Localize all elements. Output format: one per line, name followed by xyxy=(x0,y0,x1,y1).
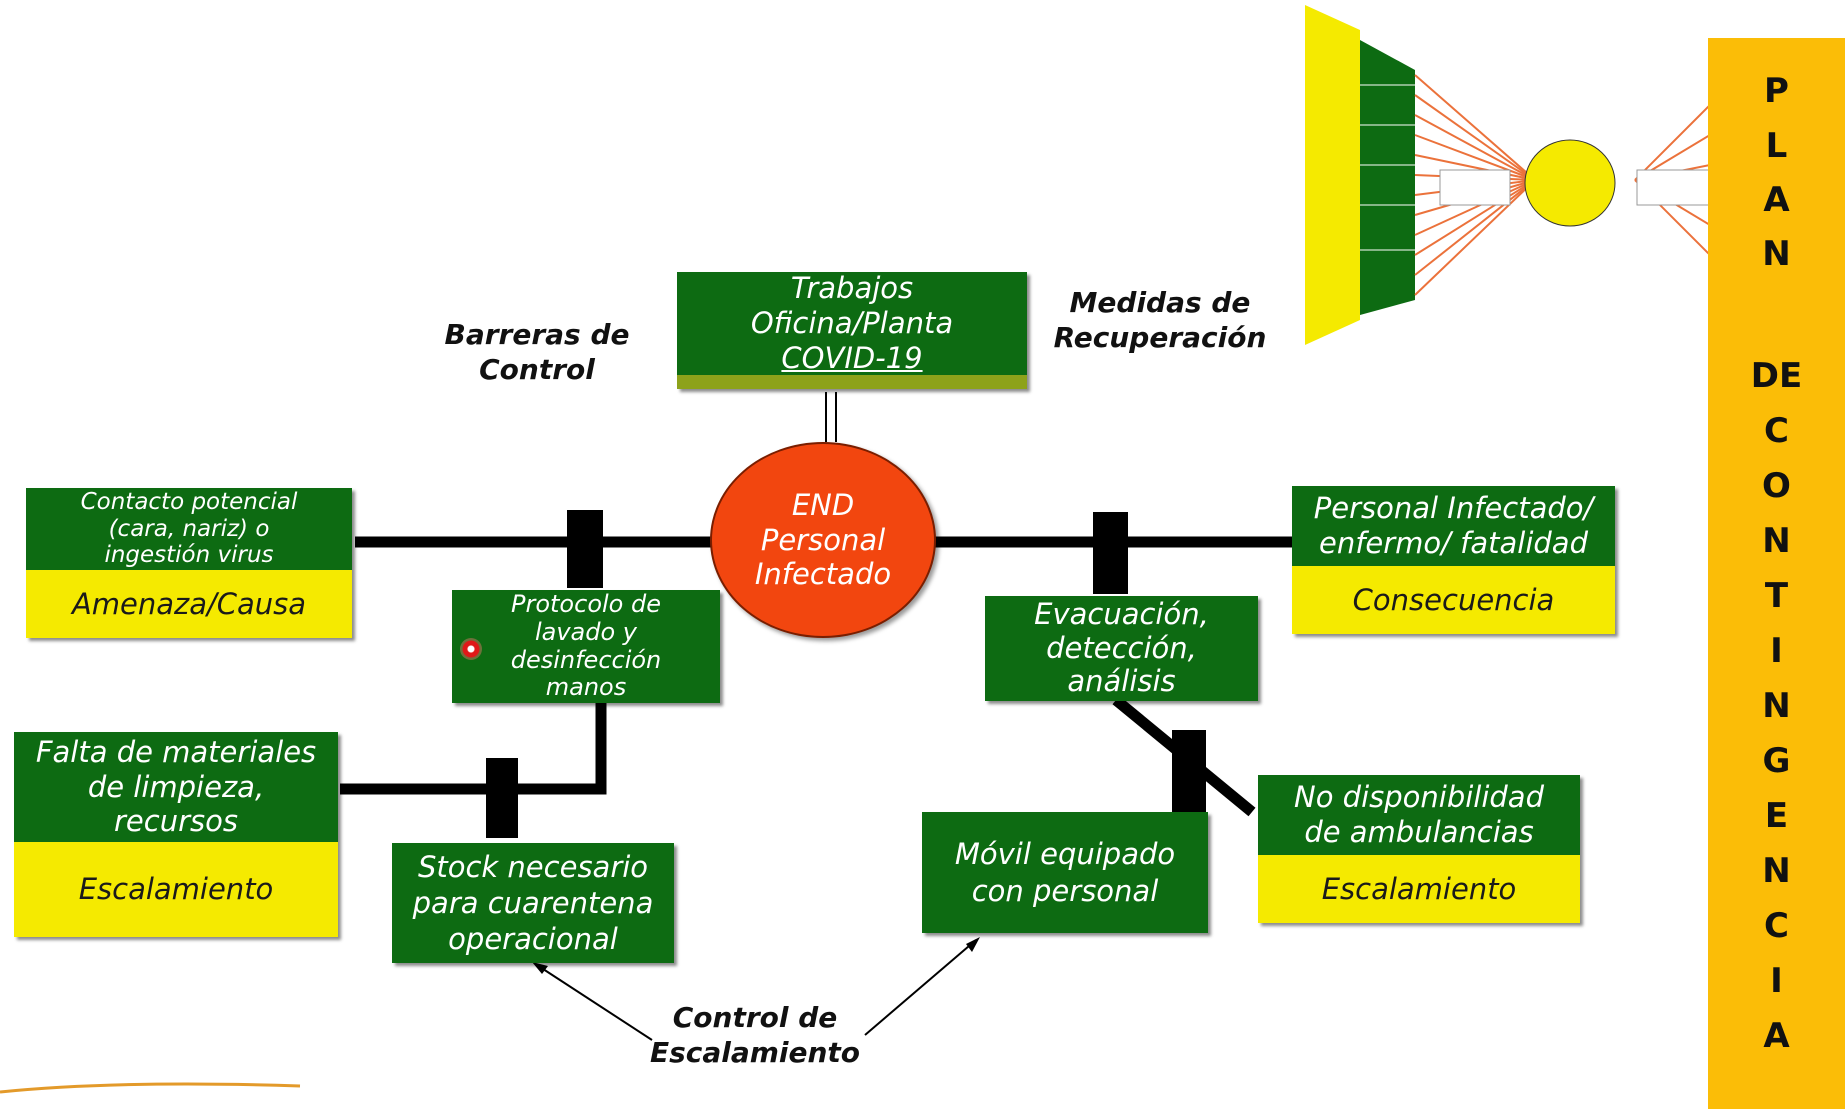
falta-line-1: Falta de materiales xyxy=(35,734,317,769)
protocolo-line-3: desinfección xyxy=(510,645,662,674)
plan-contingencia-bar: P L A N DE C O N T I N G E N C I A xyxy=(1708,38,1845,1109)
evacuacion-line-1: Evacuación, xyxy=(1034,597,1209,632)
medidas-line-1: Medidas de xyxy=(1069,286,1251,319)
barrier-protocolo: Protocolo de lavado y desinfección manos xyxy=(452,590,720,703)
center-line-2: Personal xyxy=(760,522,886,557)
plan-letter-16: I xyxy=(1770,961,1783,1001)
escalation-factor-left: Falta de materiales de limpieza, recurso… xyxy=(14,732,338,937)
falta-yellow: Escalamiento xyxy=(14,842,338,937)
barreras-line-1: Barreras de xyxy=(444,318,630,351)
plan-letter-11: N xyxy=(1762,686,1791,726)
falta-line-2: de limpieza, xyxy=(87,769,265,804)
nodisp-yellow: Escalamiento xyxy=(1258,855,1580,923)
nodisp-line-1: No disponibilidad xyxy=(1294,780,1544,815)
recovery-evacuacion: Evacuación, detección, análisis xyxy=(985,596,1258,701)
nodisp-line-2: de ambulancias xyxy=(1304,815,1534,849)
center-line-3: Infectado xyxy=(754,557,892,592)
top-line-1: Trabajos xyxy=(790,271,914,306)
top-line-3: COVID-19 xyxy=(781,340,923,375)
control-escalamiento-label: Control de Escalamiento xyxy=(630,1000,880,1070)
falta-green: Falta de materiales de limpieza, recurso… xyxy=(14,732,338,842)
plan-letter-12: G xyxy=(1762,741,1791,781)
threat-type-label: Amenaza/Causa xyxy=(71,586,307,621)
consequence-yellow: Consecuencia xyxy=(1292,566,1615,634)
escalation-control-stock: Stock necesario para cuarentena operacio… xyxy=(392,843,674,963)
plan-letter-3: N xyxy=(1762,234,1791,274)
movil-line-1: Móvil equipado xyxy=(954,837,1176,872)
protocolo-line-4: manos xyxy=(545,673,627,702)
plan-letter-5: DE xyxy=(1750,356,1803,396)
plan-letter-8: N xyxy=(1762,521,1791,561)
barrier-bar-left-main xyxy=(567,510,603,588)
barrier-bar-escalation-right xyxy=(1172,730,1206,812)
medidas-label: Medidas de Recuperación xyxy=(1040,285,1280,355)
plan-letter-1: L xyxy=(1765,126,1788,166)
threat-line-1: Contacto potencial xyxy=(80,489,298,516)
threat-box: Contacto potencial (cara, nariz) o inges… xyxy=(26,488,352,638)
protocolo-line-1: Protocolo de xyxy=(511,590,661,619)
barreras-label: Barreras de Control xyxy=(432,317,642,387)
nodisp-type-label: Escalamiento xyxy=(1321,871,1517,906)
movil-line-2: con personal xyxy=(971,873,1159,908)
escalation-factor-right: No disponibilidad de ambulancias Escalam… xyxy=(1258,775,1580,923)
bowtie-thumbnail xyxy=(1305,5,1710,345)
evacuacion-line-3: análisis xyxy=(1067,664,1176,699)
stock-line-1: Stock necesario xyxy=(417,849,649,884)
nodisp-green: No disponibilidad de ambulancias xyxy=(1258,775,1580,855)
stock-line-3: operacional xyxy=(448,922,618,957)
plan-letter-17: A xyxy=(1763,1016,1790,1056)
consequence-green: Personal Infectado/ enfermo/ fatalidad xyxy=(1292,486,1615,566)
top-event-box: Trabajos Oficina/Planta COVID-19 xyxy=(677,271,1027,389)
falta-line-3: recursos xyxy=(114,804,238,839)
plan-letter-0: P xyxy=(1764,71,1789,111)
threat-green: Contacto potencial (cara, nariz) o inges… xyxy=(26,488,352,570)
plan-letter-6: C xyxy=(1764,411,1789,451)
stock-line-2: para cuarentena xyxy=(412,885,654,920)
plan-letter-7: O xyxy=(1762,466,1791,506)
threat-yellow: Amenaza/Causa xyxy=(26,570,352,638)
consequence-type-label: Consecuencia xyxy=(1352,582,1555,617)
threat-line-2: (cara, nariz) o xyxy=(108,515,270,542)
plan-letter-10: I xyxy=(1770,631,1783,671)
barrier-bar-right-main xyxy=(1093,512,1128,594)
plan-letter-14: N xyxy=(1762,851,1791,891)
evacuacion-line-2: detección, xyxy=(1046,630,1197,665)
pointer-dot-icon xyxy=(460,638,482,660)
control-line-1: Control de xyxy=(672,1001,838,1034)
threat-line-3: ingestión virus xyxy=(104,542,274,569)
escalation-control-movil: Móvil equipado con personal xyxy=(922,812,1208,933)
control-line-2: Escalamiento xyxy=(649,1036,861,1069)
consequence-line-2: enfermo/ fatalidad xyxy=(1318,526,1588,560)
falta-type-label: Escalamiento xyxy=(78,872,274,907)
plan-letter-9: T xyxy=(1764,576,1789,616)
protocolo-line-2: lavado y xyxy=(534,617,638,646)
barreras-line-2: Control xyxy=(479,353,595,386)
top-event-circle: END Personal Infectado xyxy=(710,442,936,638)
consequence-box: Personal Infectado/ enfermo/ fatalidad C… xyxy=(1292,486,1615,634)
plan-letter-13: E xyxy=(1764,796,1789,836)
center-line-1: END xyxy=(791,487,855,522)
plan-letter-2: A xyxy=(1763,180,1790,220)
top-line-2: Oficina/Planta xyxy=(750,306,954,341)
barrier-bar-escalation-left xyxy=(486,758,518,838)
consequence-line-1: Personal Infectado/ xyxy=(1313,491,1594,526)
plan-letter-15: C xyxy=(1764,906,1789,946)
medidas-line-2: Recuperación xyxy=(1053,321,1267,354)
